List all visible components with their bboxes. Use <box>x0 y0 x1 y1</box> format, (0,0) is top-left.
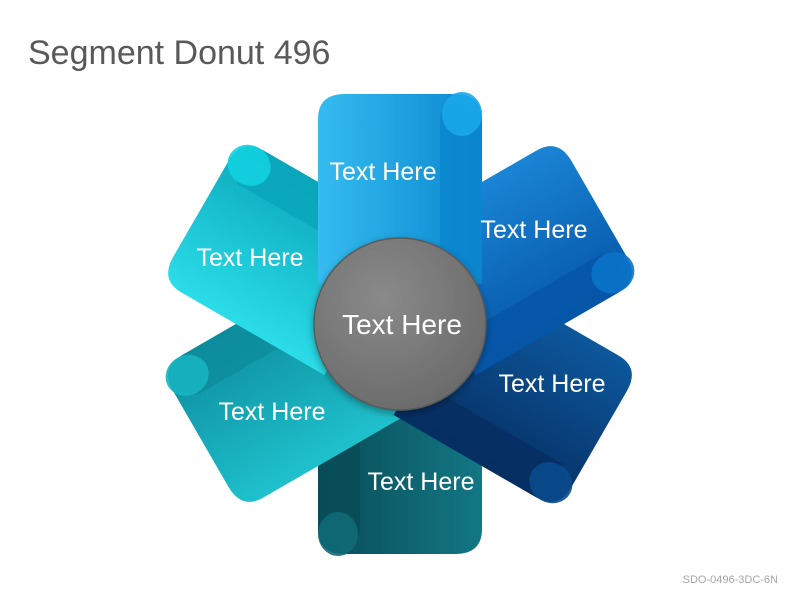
segment-fold <box>406 388 565 498</box>
segment-curl <box>591 252 635 294</box>
center-circle: Text Here <box>313 237 487 411</box>
segment-fold <box>471 253 624 368</box>
segment-1 <box>318 92 482 284</box>
segment-fold <box>440 102 482 274</box>
segment-label-3: Text Here <box>499 370 606 398</box>
segment-label-1: Text Here <box>330 158 437 186</box>
segment-curl <box>529 462 573 504</box>
segment-curl <box>165 354 209 396</box>
segment-label-6: Text Here <box>197 244 304 272</box>
center-label: Text Here <box>342 309 462 340</box>
segment-curl <box>227 144 271 186</box>
segment-label-4: Text Here <box>368 468 475 496</box>
segment-curl <box>442 92 482 136</box>
segment-label-5: Text Here <box>219 398 326 426</box>
slide-code: SDO-0496-3DC-6N <box>682 574 778 586</box>
page-title: Segment Donut 496 <box>28 34 331 72</box>
segment-label-2: Text Here <box>481 216 588 244</box>
segment-curl <box>318 512 358 556</box>
